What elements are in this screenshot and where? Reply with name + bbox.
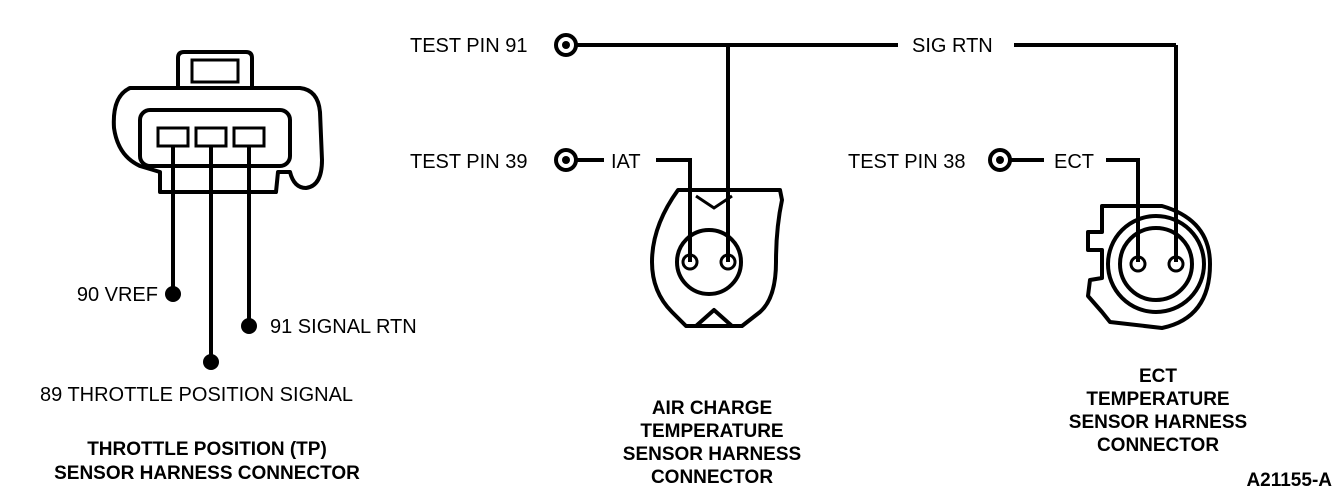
tp-caption-line1: THROTTLE POSITION (TP) [87,439,327,460]
tp-terminal-91 [232,126,266,148]
figure-id: A21155-A [1246,470,1332,491]
test-pin-91: TEST PIN 91 [410,33,578,57]
ect-connector: ECT TEMPERATURE SENSOR HARNESS CONNECTOR [1069,204,1247,456]
tp-pin-89-label: 89 THROTTLE POSITION SIGNAL [40,384,353,406]
tp-pin-91-label: 91 SIGNAL RTN [270,316,417,338]
tp-pin-90-label: 90 VREF [77,284,158,306]
tp-pin-91-dot [241,318,257,334]
test-pin-38: TEST PIN 38 [848,148,1012,173]
test-pin-38-label: TEST PIN 38 [848,151,965,173]
act-caption-line2: TEMPERATURE [640,421,783,442]
ect-terminal-ect [1129,255,1147,273]
act-caption-line1: AIR CHARGE [652,398,772,419]
act-caption-line3: SENSOR HARNESS [623,444,801,465]
tp-connector-latch-window [190,58,240,84]
sig-rtn-label: SIG RTN [912,35,993,57]
ect-wire-right [1106,158,1140,262]
tp-caption-line2: SENSOR HARNESS CONNECTOR [54,463,360,484]
test-pin-39-dot [562,156,570,164]
act-connector-top-notch [695,194,733,210]
tp-terminal-90 [156,126,190,148]
test-pin-38-dot [996,156,1004,164]
ect-connector-body [1086,204,1212,330]
tp-connector: 90 VREF 91 SIGNAL RTN 89 THROTTLE POSITI… [40,50,417,484]
test-pin-39-label: TEST PIN 39 [410,151,527,173]
act-terminal-sig-rtn [719,253,737,271]
ect-terminal-sig-rtn [1167,255,1185,273]
act-connector: AIR CHARGE TEMPERATURE SENSOR HARNESS CO… [623,188,801,488]
ect-caption-line1: ECT [1139,366,1177,387]
iat-wire: IAT [576,151,692,262]
iat-wire-right [656,158,692,262]
ect-connector-socket [1106,214,1206,314]
tp-connector-face [138,108,292,168]
test-pin-91-dot [562,41,570,49]
sig-rtn-wire: SIG RTN [576,35,1178,262]
test-pin-91-label: TEST PIN 91 [410,35,527,57]
test-pin-39: TEST PIN 39 [410,148,578,173]
iat-label: IAT [611,151,641,173]
ect-label: ECT [1054,151,1094,173]
tp-terminal-89 [194,126,228,148]
act-connector-body [650,188,784,328]
ect-caption-line2: TEMPERATURE [1086,389,1229,410]
act-connector-socket [675,228,743,296]
act-caption-line4: CONNECTOR [651,467,773,488]
tp-connector-body [111,86,324,194]
tp-connector-latch [176,50,254,88]
tp-pin-89-dot [203,354,219,370]
act-terminal-iat [681,253,699,271]
act-connector-keyway [694,308,734,328]
ect-wire: ECT [1010,151,1140,262]
tp-pin-90-dot [165,286,181,302]
ect-connector-inner [1118,226,1194,302]
ect-caption-line3: SENSOR HARNESS [1069,412,1247,433]
ect-caption-line4: CONNECTOR [1097,435,1219,456]
